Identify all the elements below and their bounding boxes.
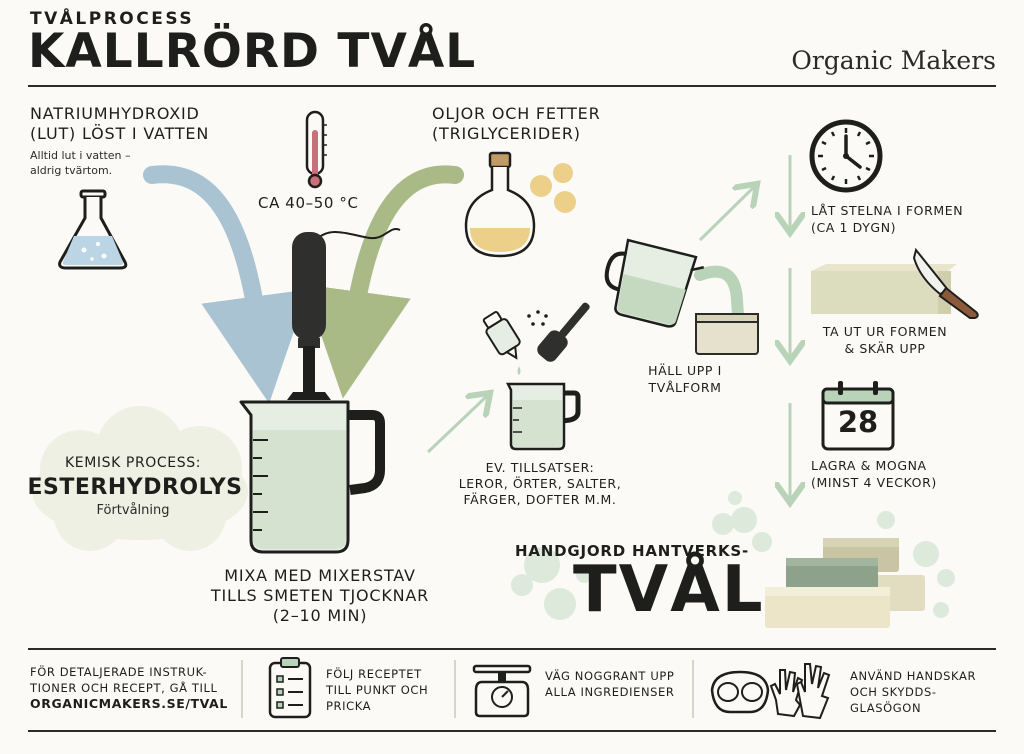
clock-icon [809,119,883,193]
soap-mold-icon [695,313,759,355]
oil-droplets-icon [530,163,576,213]
lye-note: Alltid lut i vatten – aldrig tvärtom. [30,149,131,177]
result-title: TVÅL [573,553,765,627]
soap-bars-icon [765,538,925,628]
calendar-icon [821,381,895,451]
scale-icon [472,664,532,718]
mix-step-label: MIXA MED MIXERSTAV TILLS SMETEN TJOCKNAR… [210,566,430,625]
oils-title: OLJOR OCH FETTER (TRIGLYCERIDER) [432,104,601,143]
cut-step-label: TA UT UR FORMEN & SKÄR UPP [822,324,948,356]
set-step-label: LÅT STELNA I FORMEN (CA 1 DYGN) [811,203,964,235]
knife-icon [912,247,979,319]
footer-bottom-divider [28,730,996,732]
flask-icon [58,189,128,270]
oils-arrow [303,165,464,399]
lye-title: NATRIUMHYDROXID (LUT) LÖST I VATTEN [30,104,210,143]
sparkle-dots [527,310,548,326]
beaker-icon [505,382,581,451]
pouring-jug-icon [604,238,744,328]
stick-blender-icon [287,227,401,400]
oil-flask-icon [464,151,536,258]
footer-safety: ANVÄND HANDSKAR OCH SKYDDS- GLASÖGON [850,669,977,715]
gloves-icon [769,663,831,720]
temperature-label: CA 40–50 °C [258,194,359,212]
footer-recipe: FÖLJ RECEPTET TILL PUNKT OCH PRICKA [326,667,429,713]
result-pretitle: HANDGJORD HANTVERKS- [515,542,750,560]
footer-top-divider [28,648,996,650]
additives-label: EV. TILLSATSER: LEROR, ÖRTER, SALTER, FÄ… [458,460,622,507]
process-cloud [32,406,248,551]
measuring-jug-icon [239,400,385,554]
footer-info: FÖR DETALJERADE INSTRUK- TIONER OCH RECE… [30,665,228,711]
spatula-icon [537,302,590,362]
bubbles-decoration [511,491,955,620]
thermometer-icon [305,110,327,189]
cure-step-label: LAGRA & MOGNA (MINST 4 VECKOR) [811,458,937,490]
flow-arrow-to-additives [426,395,488,454]
chemistry-sub: Förtvålning [96,503,170,518]
chemistry-label: KEMISK PROCESS: [64,455,202,471]
footer-weigh: VÄG NOGGRANT UPP ALLA INGREDIENSER [545,669,675,699]
lye-arrow [143,165,309,404]
calendar-day: 28 [837,405,879,439]
brand-logo: Organic Makers [791,46,996,75]
safety-goggles-icon [710,670,770,714]
flow-arrow-to-pour [698,186,755,242]
page-title: KALLRÖRD TVÅL [28,24,477,79]
dropper-bottle-icon [482,311,521,375]
chemistry-name: ESTERHYDROLYS [27,475,243,500]
page-subtitle: TVÅLPROCESS [30,9,195,29]
clipboard-icon [268,657,312,719]
pour-step-label: HÄLL UPP I TVÅLFORM [648,363,722,395]
header-divider [28,85,996,87]
footer-link[interactable]: ORGANICMAKERS.SE/TVAL [30,696,228,711]
